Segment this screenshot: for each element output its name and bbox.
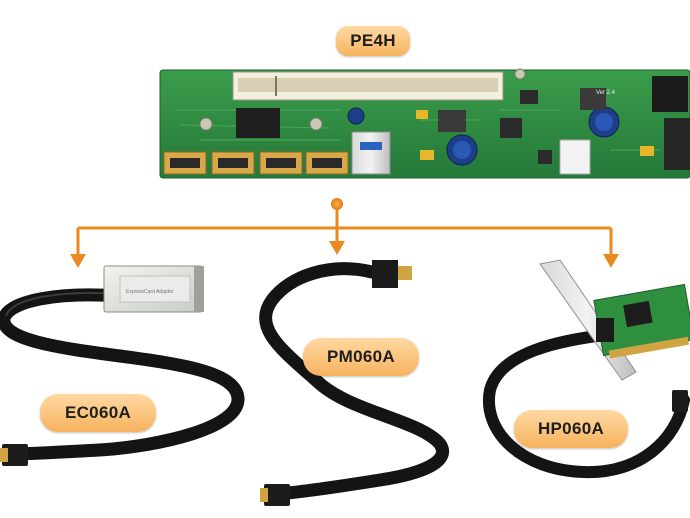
tantalum-cap: [420, 150, 434, 160]
capacitor-icon: [446, 134, 478, 166]
version-silkscreen: Ver 2.4: [596, 90, 616, 96]
hdmi-plug: [0, 444, 28, 466]
mini-pcie-pins: [398, 266, 412, 280]
arrow-down-icon: [329, 241, 345, 255]
capacitor-icon: [347, 107, 365, 125]
hdmi-port: [211, 151, 255, 175]
ec060a-assembly: ExpressCard Adaptor: [0, 265, 245, 466]
connector-tree: [70, 198, 619, 268]
mount-hole: [199, 117, 213, 131]
arrow-down-icon: [603, 254, 619, 268]
expresscard-edge: [194, 266, 204, 312]
usb-port-tongue: [360, 142, 382, 150]
hdmi-port: [305, 151, 349, 175]
chip: [520, 90, 538, 104]
cable-end-plug: [672, 390, 688, 412]
power-connector: [559, 139, 591, 175]
dc-jack: [652, 76, 688, 112]
ec060a-label: EC060A: [40, 394, 156, 432]
pci-slot-inner: [238, 78, 498, 92]
usb-port: [351, 131, 391, 175]
expresscard-sticker: [119, 275, 191, 303]
hdmi-port: [163, 151, 207, 175]
flat-cable-highlight: [5, 291, 119, 317]
hdmi-plug: [260, 484, 290, 506]
flat-cable: [482, 328, 690, 479]
power-module: [664, 118, 690, 170]
mini-pcie-connector: [372, 260, 398, 288]
chip: [538, 150, 552, 164]
pm060a-assembly: [259, 260, 449, 506]
cable-plug: [596, 318, 614, 342]
chip: [500, 118, 522, 138]
tantalum-cap: [416, 110, 428, 119]
chip: [236, 108, 280, 138]
inductor: [580, 88, 606, 110]
capacitor-icon: [588, 106, 620, 138]
arrow-down-icon: [70, 254, 86, 268]
pcie-card-fingers: [608, 336, 689, 359]
pe4h-label: PE4H: [336, 26, 410, 56]
connector-dot: [331, 198, 343, 210]
mount-hole: [309, 117, 323, 131]
hp060a-label: HP060A: [514, 410, 628, 448]
hdmi-port: [259, 151, 303, 175]
expresscard-text: ExpressCard Adaptor: [126, 289, 174, 295]
hp060a-assembly: [482, 259, 690, 479]
pcie-card-chip: [623, 300, 653, 328]
inductor: [438, 110, 466, 132]
tantalum-cap: [640, 146, 654, 156]
mount-hole: [514, 68, 526, 80]
flat-cable: [259, 262, 449, 501]
pm060a-label: PM060A: [303, 338, 419, 376]
pe4h-board: Ver 2.4: [159, 68, 690, 179]
